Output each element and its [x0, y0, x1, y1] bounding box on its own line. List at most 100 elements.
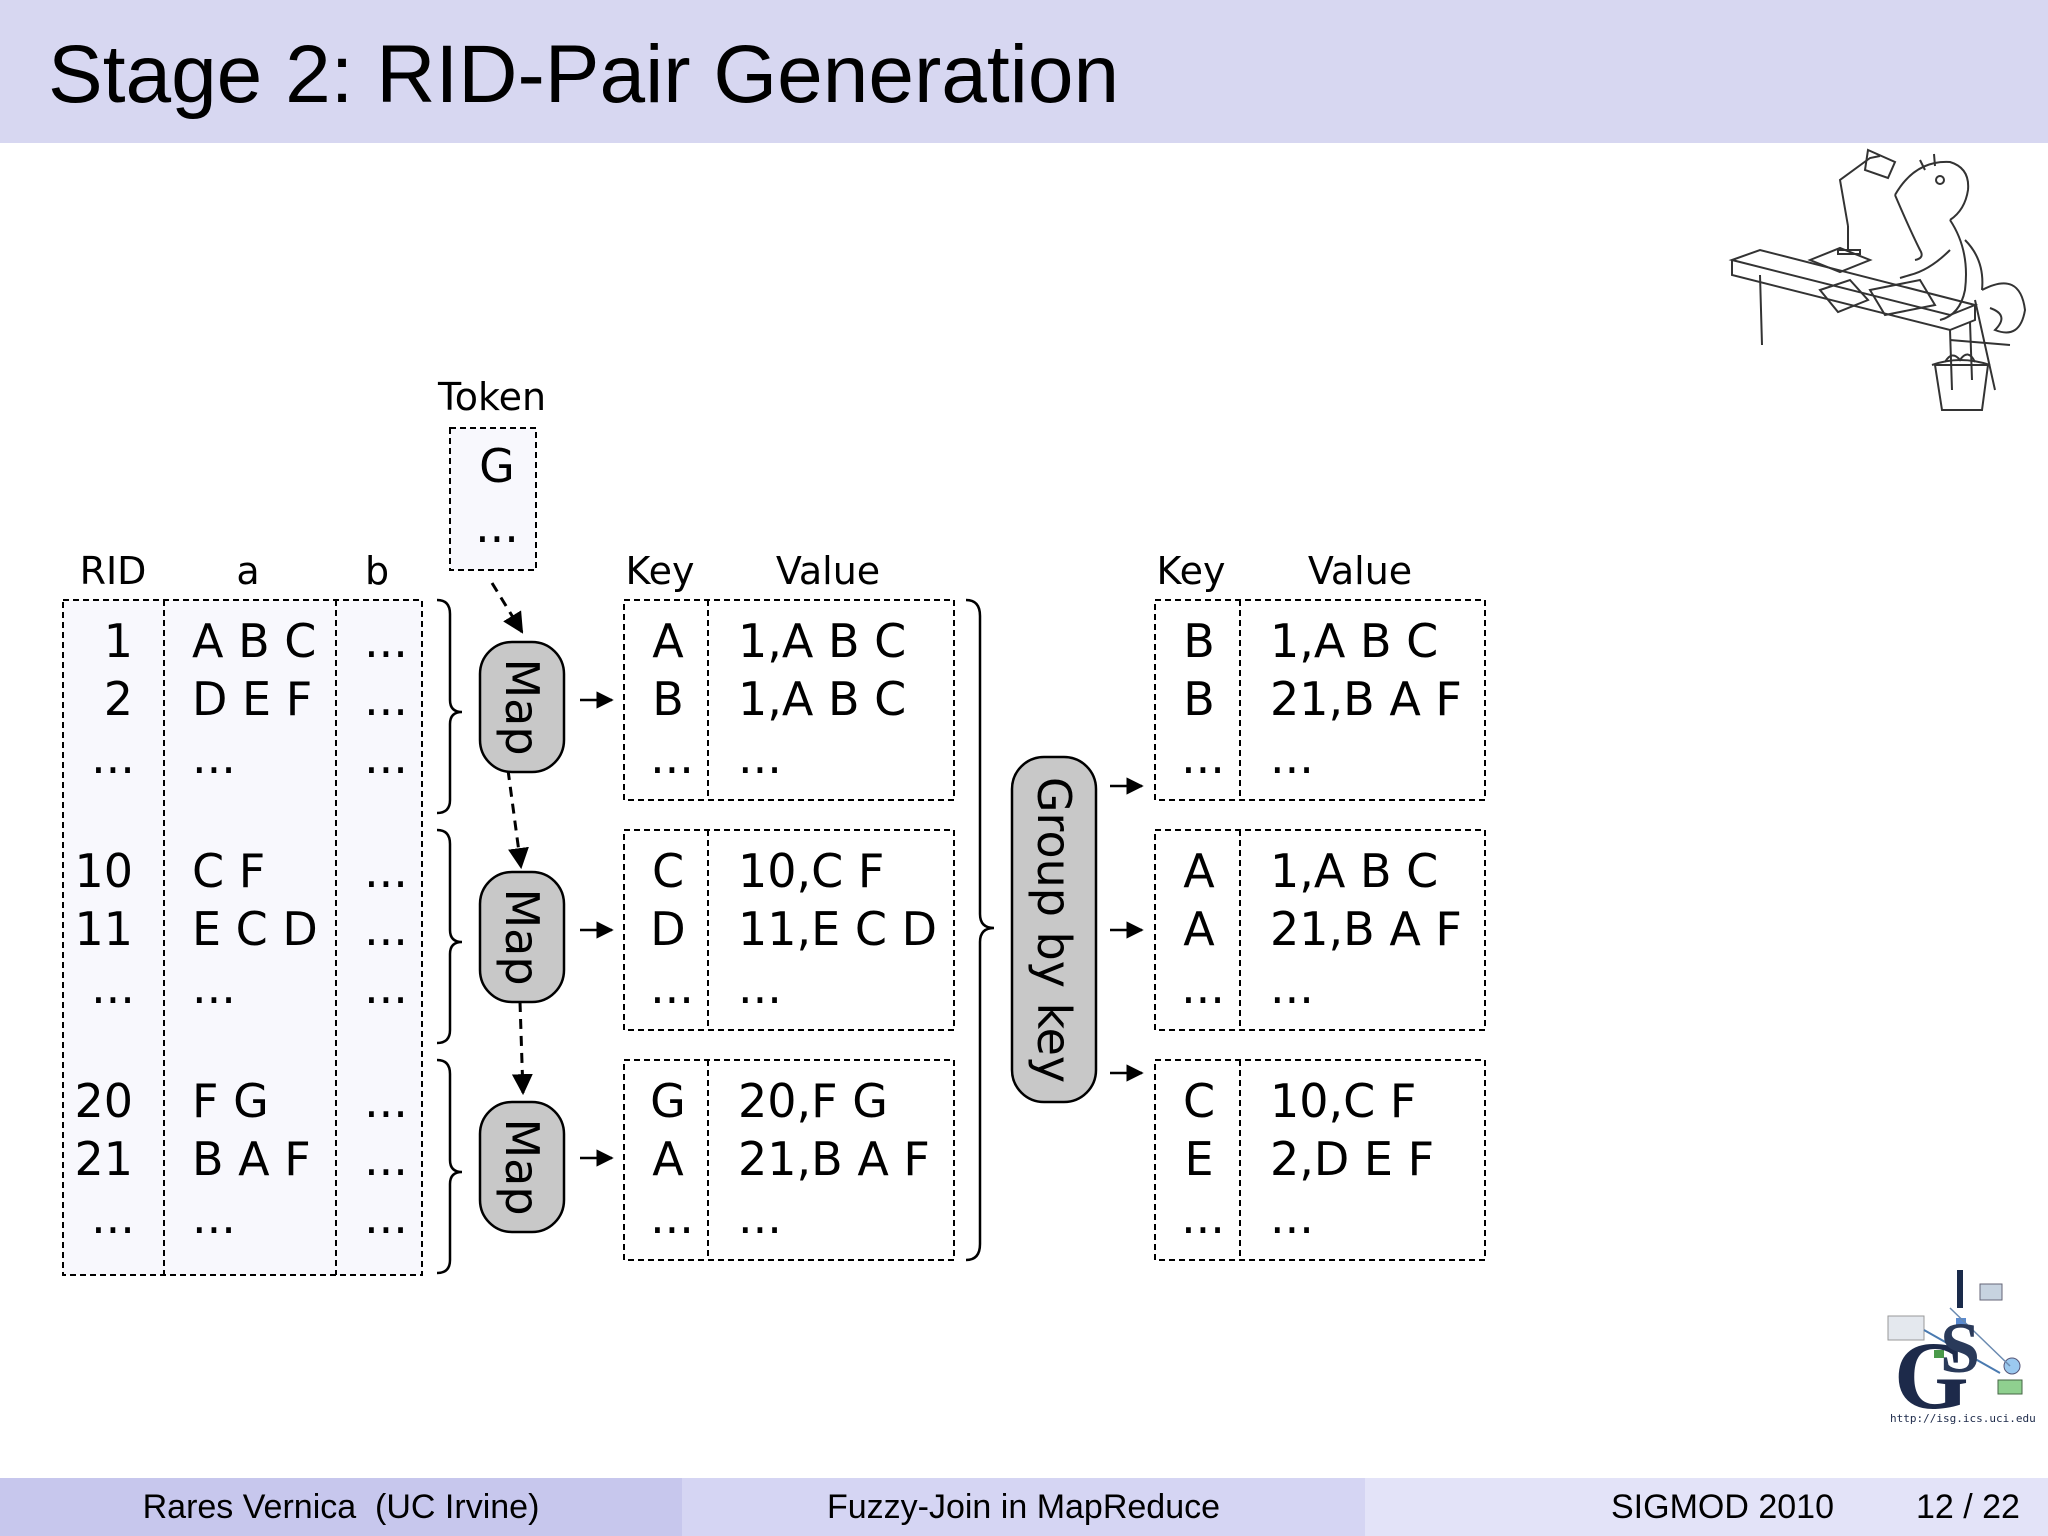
kv-key: A [1183, 844, 1215, 898]
map-output-table [623, 829, 955, 1031]
group-output-header-key: Key [1157, 549, 1226, 593]
footer-conference-section: SIGMOD 2010 12 / 22 [1365, 1478, 2048, 1536]
kv-key: B [652, 672, 684, 726]
kv-value: ... [738, 1190, 782, 1244]
isg-logo-letters: G [1894, 1322, 1969, 1428]
map-node [478, 640, 566, 774]
rid-pair-diagram: Token G ... RID a b 1 A B C ... 2 D E F … [62, 375, 1486, 1276]
input-rid: ... [91, 1190, 135, 1244]
input-rid: 10 [74, 844, 133, 898]
token-box [449, 427, 537, 571]
group-brace [965, 598, 995, 1262]
kv-key: G [650, 1074, 686, 1128]
input-rid: ... [91, 960, 135, 1014]
group-by-key-node [1010, 755, 1098, 1104]
kv-value: 1,A B C [1270, 844, 1438, 898]
token-value: G [479, 439, 515, 493]
input-table [62, 599, 423, 1276]
kv-value: ... [1270, 730, 1314, 784]
footer-talk-title: Fuzzy-Join in MapReduce [826, 1487, 1221, 1526]
input-b: ... [364, 844, 408, 898]
map-output-header-key: Key [626, 549, 695, 593]
kv-key: E [1184, 1132, 1213, 1186]
input-a: ... [192, 730, 236, 784]
input-rid: 1 [104, 614, 133, 668]
kv-key: A [652, 1132, 684, 1186]
token-value: ... [475, 499, 519, 553]
kv-key: ... [1181, 730, 1225, 784]
input-header-b: b [365, 549, 389, 593]
input-rid: 11 [74, 902, 133, 956]
input-a: A B C [192, 614, 316, 668]
kv-value: 21,B A F [1270, 672, 1462, 726]
input-a: E C D [192, 902, 318, 956]
input-b: ... [364, 902, 408, 956]
kv-key: ... [650, 960, 694, 1014]
token-label: Token [437, 375, 546, 419]
input-rid: ... [91, 730, 135, 784]
map-label: Map [495, 658, 549, 755]
kv-value: 20,F G [738, 1074, 888, 1128]
kv-key: ... [1181, 1190, 1225, 1244]
isg-logo: G S http://isg.ics.uci.edu [1887, 1270, 2036, 1428]
footer-page-number: 12 / 22 [1915, 1487, 2020, 1526]
input-rid: 20 [74, 1074, 133, 1128]
footer-author: Rares Vernica (UC Irvine) [142, 1487, 540, 1526]
input-a: B A F [192, 1132, 311, 1186]
slide-footer: Rares Vernica (UC Irvine) Fuzzy-Join in … [0, 1478, 2048, 1536]
kv-value: 2,D E F [1270, 1132, 1434, 1186]
kv-value: ... [1270, 960, 1314, 1014]
kv-value: ... [1270, 1190, 1314, 1244]
kv-value: 1,A B C [1270, 614, 1438, 668]
input-rid: 2 [104, 672, 133, 726]
kv-key: C [1183, 1074, 1215, 1128]
map-node [478, 1100, 566, 1234]
map-output-table [623, 599, 955, 801]
group-by-key-label: Group by key [1027, 777, 1081, 1083]
kv-value: 1,A B C [738, 672, 906, 726]
map-label: Map [495, 1118, 549, 1215]
input-b: ... [364, 614, 408, 668]
input-b: ... [364, 1074, 408, 1128]
slide-title: Stage 2: RID-Pair Generation [48, 29, 1120, 120]
kv-value: 21,B A F [1270, 902, 1462, 956]
kv-value: 10,C F [738, 844, 884, 898]
input-b: ... [364, 672, 408, 726]
input-b: ... [364, 1190, 408, 1244]
footer-talk-section: Fuzzy-Join in MapReduce [682, 1478, 1365, 1536]
kv-key: ... [650, 730, 694, 784]
input-brace [436, 598, 463, 815]
isg-logo-letters: S [1940, 1308, 1980, 1388]
kv-value: ... [738, 730, 782, 784]
group-output-table [1154, 829, 1486, 1031]
footer-author-section: Rares Vernica (UC Irvine) [0, 1478, 682, 1536]
map-output-header-value: Value [776, 549, 880, 593]
input-a: F G [192, 1074, 269, 1128]
kv-key: B [1183, 672, 1215, 726]
group-output-table [1154, 1059, 1486, 1261]
map-node [478, 870, 566, 1004]
input-b: ... [364, 1132, 408, 1186]
input-a: ... [192, 1190, 236, 1244]
footer-conference: SIGMOD 2010 [1611, 1487, 1834, 1526]
kv-key: B [1183, 614, 1215, 668]
kv-value: 1,A B C [738, 614, 906, 668]
input-a: C F [192, 844, 265, 898]
input-header-rid: RID [80, 549, 147, 593]
kv-value: ... [738, 960, 782, 1014]
group-output-table [1154, 599, 1486, 801]
group-output-header-value: Value [1308, 549, 1412, 593]
input-header-a: a [236, 549, 259, 593]
input-a: ... [192, 960, 236, 1014]
kv-key: A [1183, 902, 1215, 956]
anteater-mascot-illustration [1728, 148, 2027, 411]
input-brace [436, 828, 463, 1045]
kv-key: ... [1181, 960, 1225, 1014]
kv-key: D [650, 902, 685, 956]
map-label: Map [495, 888, 549, 985]
input-b: ... [364, 730, 408, 784]
input-b: ... [364, 960, 408, 1014]
kv-key: A [652, 614, 684, 668]
kv-value: 10,C F [1270, 1074, 1416, 1128]
isg-logo-url: http://isg.ics.uci.edu [1890, 1412, 2036, 1425]
